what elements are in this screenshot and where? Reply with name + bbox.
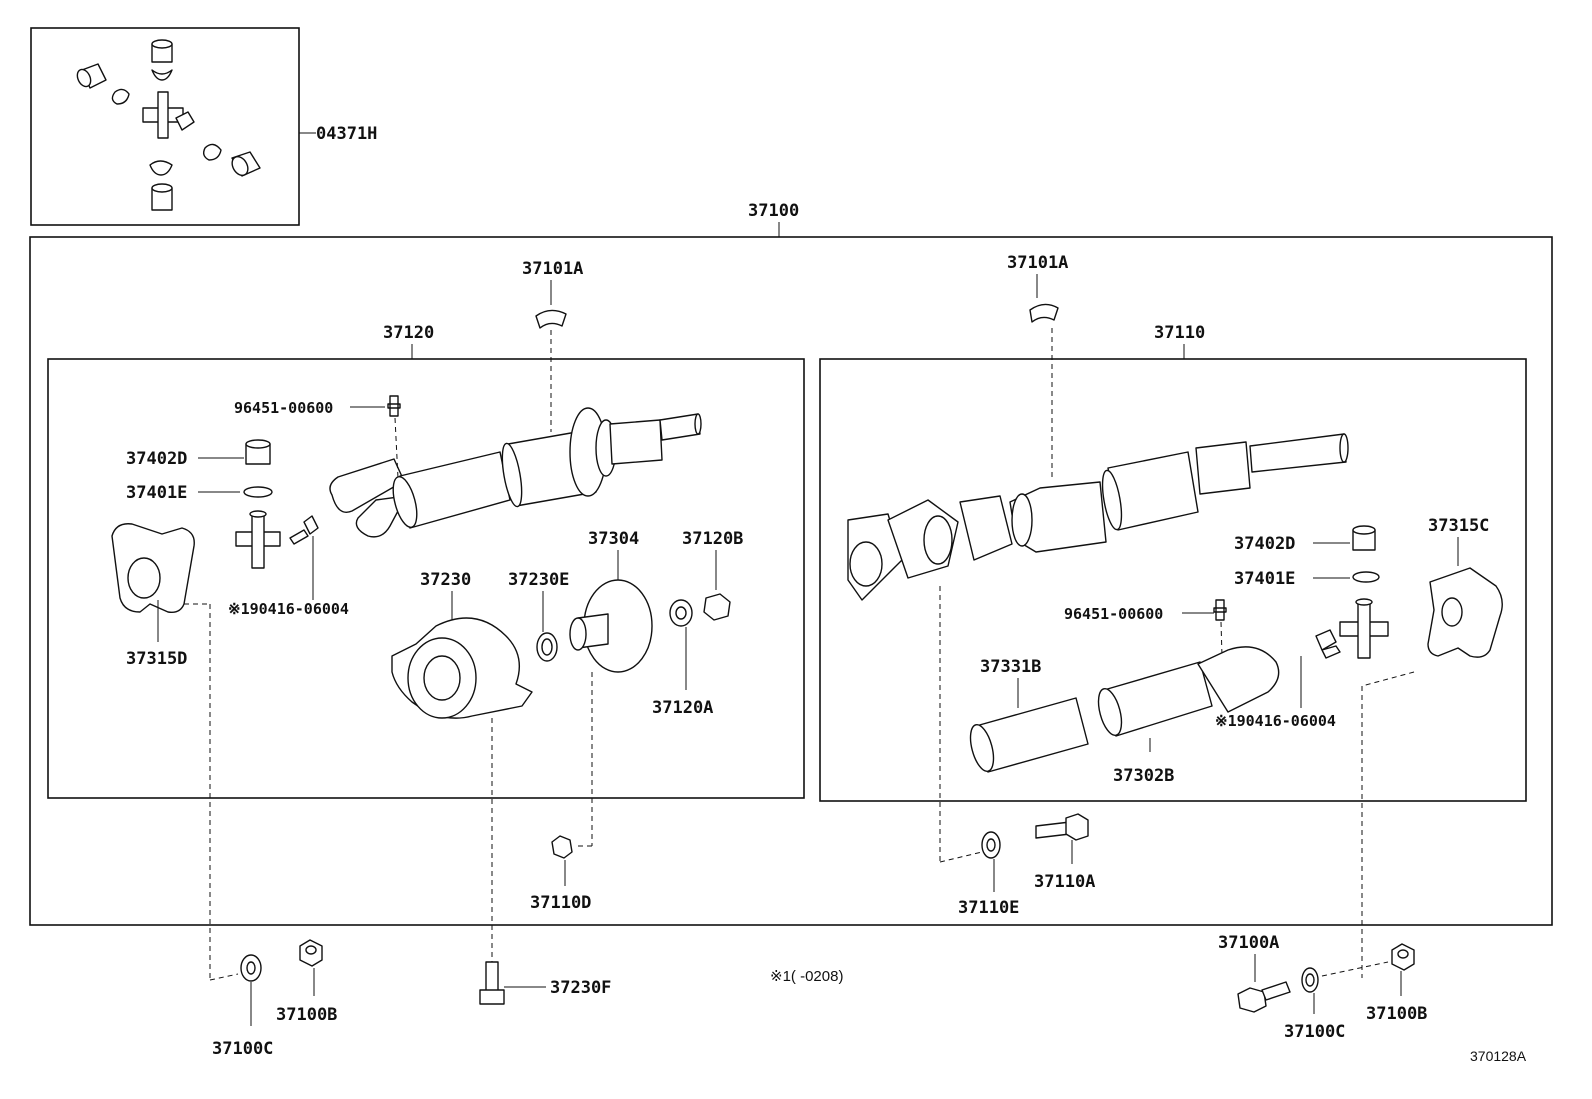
nut-right-label: 37100B	[1366, 1004, 1427, 1024]
universal-joint-icon	[76, 39, 261, 211]
diagram-reference-code: 370128A	[1470, 1048, 1527, 1064]
washer-left-label: 37100C	[212, 1039, 273, 1059]
yoke-left-label: 37315D	[126, 649, 187, 669]
front-shaft-label: 37110	[1154, 323, 1205, 343]
ujoint-kit-label: 04371H	[316, 124, 377, 144]
grease-nipple-icon	[1213, 599, 1227, 621]
bolt-icon	[479, 961, 505, 1005]
center-bearing-label: 37230	[420, 570, 471, 590]
universal-joint-icon	[235, 510, 281, 569]
propeller-shaft-icon	[329, 407, 702, 538]
front-washer-label: 37110E	[958, 898, 1019, 918]
front-shaft-frame	[819, 358, 1527, 802]
grease-fitting-right-label: ※190416-06004	[1215, 712, 1336, 730]
snap-ring-icon	[243, 486, 273, 498]
grease-nipple-icon	[387, 395, 401, 417]
yoke-right-label: 37315C	[1428, 516, 1489, 536]
center-nut-label: 37110D	[530, 893, 591, 913]
universal-joint-icon	[1339, 598, 1389, 659]
bolt-icon	[1237, 981, 1291, 1013]
yoke-flange-icon	[1427, 567, 1503, 658]
propeller-shaft-icon	[847, 433, 1349, 601]
balance-weight-right-label: 37101A	[1007, 253, 1068, 273]
balance-weight-icon	[1029, 303, 1059, 323]
bearing-bolt-label: 37230F	[550, 978, 611, 998]
right-bolt-label: 37100A	[1218, 933, 1279, 953]
center-bearing-icon	[391, 617, 533, 719]
washer-right-label: 37100C	[1284, 1022, 1345, 1042]
rear-shaft-label: 37120	[383, 323, 434, 343]
bearing-washer-label: 37230E	[508, 570, 569, 590]
bearing-cup-right-label: 37402D	[1234, 534, 1295, 554]
balance-weight-icon	[535, 309, 567, 329]
flange-nut-label: 37120B	[682, 529, 743, 549]
bearing-cup-left-label: 37402D	[126, 449, 187, 469]
dust-cover-label: 37331B	[980, 657, 1041, 677]
snap-ring-icon	[1352, 571, 1380, 583]
grease-nipple-right-label: 96451-00600	[1064, 605, 1163, 623]
front-bolt-label: 37110A	[1034, 872, 1095, 892]
nut-left-label: 37100B	[276, 1005, 337, 1025]
balance-weight-left-label: 37101A	[522, 259, 583, 279]
nut-icon	[703, 593, 731, 621]
grease-fitting-icon	[1315, 629, 1341, 659]
assembly-label: 37100	[748, 201, 799, 221]
sleeve-yoke-icon	[1097, 646, 1280, 737]
ujoint-kit-frame	[30, 27, 300, 226]
applicability-note: ※1( -0208)	[770, 968, 843, 985]
sleeve-yoke-label: 37302B	[1113, 766, 1174, 786]
grease-nipple-left-label: 96451-00600	[234, 399, 333, 417]
grease-fitting-left-label: ※190416-06004	[228, 600, 349, 618]
snap-ring-left-label: 37401E	[126, 483, 187, 503]
flange-label: 37304	[588, 529, 639, 549]
grease-fitting-icon	[289, 515, 319, 545]
flange-icon	[569, 579, 653, 673]
assembly-frame	[29, 236, 1553, 926]
flange-washer-label: 37120A	[652, 698, 713, 718]
nut-icon	[551, 835, 573, 859]
rear-shaft-frame	[47, 358, 805, 799]
snap-ring-right-label: 37401E	[1234, 569, 1295, 589]
dust-cover-icon	[969, 697, 1089, 773]
bolt-icon	[1035, 813, 1089, 841]
